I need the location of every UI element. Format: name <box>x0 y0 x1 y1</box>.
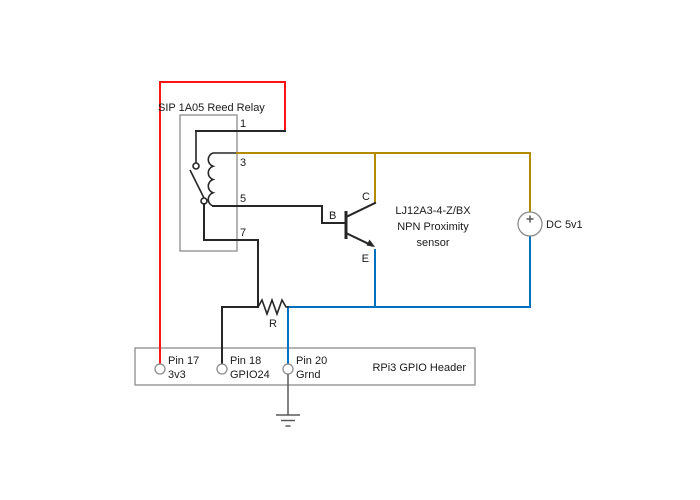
pin17-3v3-red-wire <box>159 81 286 365</box>
sensor-label-line3: sensor <box>416 237 449 249</box>
relay-label: SIP 1A05 Reed Relay <box>158 102 265 114</box>
pin18-name: Pin 18 <box>230 355 261 367</box>
pin20-function: Grnd <box>296 369 320 381</box>
switch-contact-top <box>192 162 200 170</box>
pin18-function: GPIO24 <box>230 369 270 381</box>
coil-icon <box>207 152 238 208</box>
emitter-arrow-icon <box>366 239 375 247</box>
relay-pin5-label: 5 <box>240 193 246 205</box>
pin5-to-base-wire <box>212 205 347 224</box>
sensor-label-line1: LJ12A3-4-Z/BX <box>395 205 471 217</box>
dc-source-circle <box>517 211 543 237</box>
plus-icon <box>526 215 534 223</box>
pin17-function: 3v3 <box>168 369 186 381</box>
base-label: B <box>329 210 336 222</box>
pin7-wire <box>203 203 259 308</box>
resistor-label: R <box>269 318 277 330</box>
pin18-hole <box>216 363 228 375</box>
collector-label: C <box>362 191 370 203</box>
relay-pin3-label: 3 <box>240 157 246 169</box>
transistor-collector-lead <box>344 201 377 219</box>
transistor-icon <box>344 201 377 247</box>
gpio-header-box <box>134 347 476 386</box>
sensor-label-line2: NPN Proximity <box>397 221 469 233</box>
reed-switch-icon <box>189 131 208 205</box>
ground-rail-wire <box>287 235 531 308</box>
pin20-name: Pin 20 <box>296 355 327 367</box>
ground-icon <box>276 374 300 427</box>
relay-pin7-label: 7 <box>240 227 246 239</box>
sensor-caption: LJ12A3-4-Z/BX NPN Proximity sensor <box>395 205 471 249</box>
gpio-header: Pin 17 3v3 Pin 18 GPIO24 Pin 20 Grnd RPi… <box>154 355 466 381</box>
emitter-label: E <box>362 253 369 265</box>
dc-source-icon <box>517 211 543 237</box>
gpio-header-label: RPi3 GPIO Header <box>372 362 466 374</box>
resistor-icon <box>256 297 289 317</box>
pin18-gpio24-wire <box>221 306 259 365</box>
pin20-hole <box>282 363 294 375</box>
pin17-name: Pin 17 <box>168 355 199 367</box>
switch-blade <box>189 169 205 199</box>
relay-pin1-label: 1 <box>240 118 246 130</box>
supply-label: DC 5v1 <box>546 219 583 231</box>
pin17-hole <box>154 363 166 375</box>
